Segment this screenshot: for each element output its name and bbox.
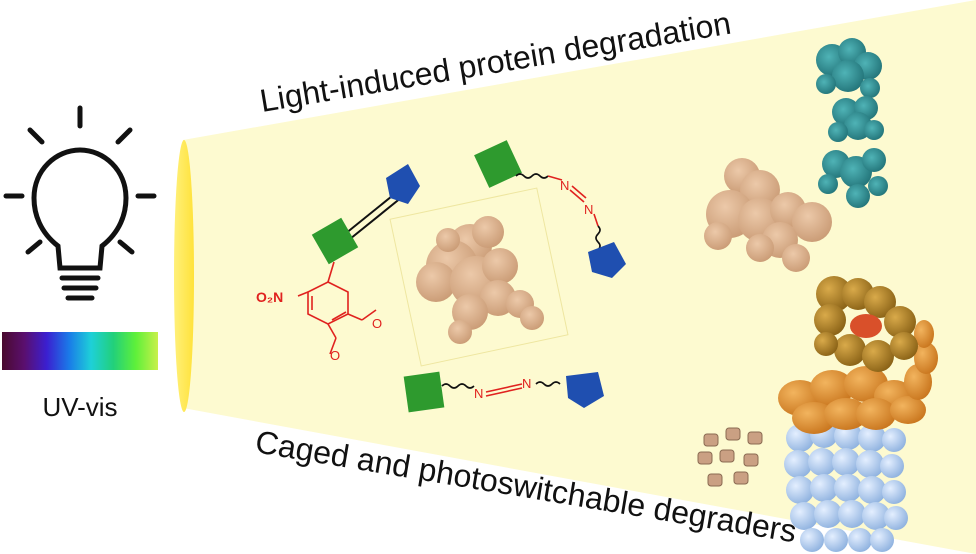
e3-ligase-complex bbox=[816, 38, 888, 208]
caged-degrader: O₂N O O bbox=[256, 164, 420, 363]
green-square-ligand bbox=[311, 217, 359, 265]
blue-pentagon-ligand bbox=[566, 372, 604, 408]
azo-n-top-2: N bbox=[584, 202, 593, 217]
proteasome-core bbox=[784, 420, 908, 552]
green-square-ligand bbox=[403, 371, 445, 413]
light-bulb-icon bbox=[3, 105, 157, 301]
light-source-lens bbox=[174, 140, 194, 412]
azo-n-top-1: N bbox=[560, 178, 569, 193]
spectrum-label: UV-vis bbox=[42, 392, 118, 422]
target-protein-center bbox=[389, 187, 569, 367]
light-beam bbox=[183, 0, 976, 554]
uv-vis-spectrum-bar bbox=[2, 332, 158, 370]
photoswitch-degrader-top: N N bbox=[474, 140, 626, 278]
proteasome bbox=[778, 276, 938, 552]
photoswitch-degrader-bottom: N N bbox=[403, 371, 604, 413]
proteasome-cap bbox=[778, 320, 938, 434]
blue-pentagon-ligand bbox=[588, 242, 626, 278]
polyubiquitin-chain bbox=[814, 276, 918, 372]
azo-n-bottom-2: N bbox=[522, 376, 531, 391]
target-protein-right bbox=[704, 158, 832, 272]
peptide-fragments bbox=[697, 427, 763, 487]
blue-pentagon-ligand bbox=[386, 164, 420, 204]
methoxy-o-1: O bbox=[372, 316, 382, 331]
green-square-ligand bbox=[474, 140, 522, 188]
nitro-group-label: O₂N bbox=[256, 289, 283, 305]
methoxy-o-2: O bbox=[330, 348, 340, 363]
degradation-site bbox=[850, 314, 882, 338]
azo-n-bottom-1: N bbox=[474, 386, 483, 401]
nitroveratryl-cage bbox=[297, 261, 377, 355]
